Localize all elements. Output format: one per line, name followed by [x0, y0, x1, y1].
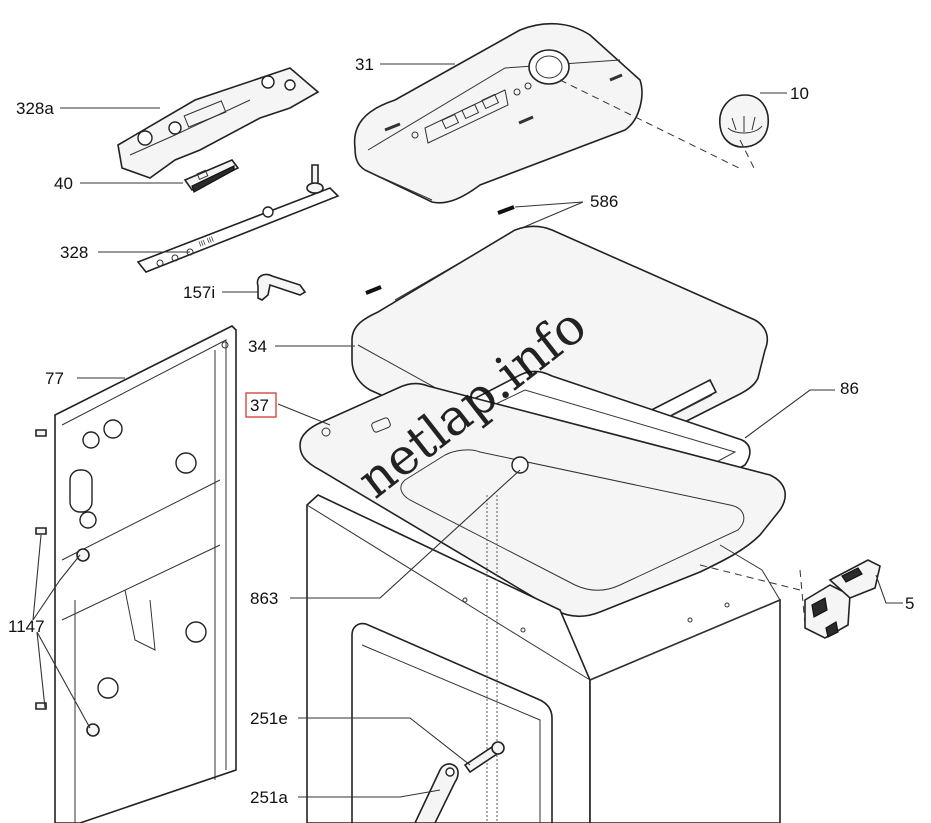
- leader-251e: [298, 717, 471, 766]
- part-251e-pin: [463, 741, 505, 774]
- leader-37: [277, 403, 331, 426]
- label-1147: 1147: [8, 617, 45, 636]
- leader-5: [875, 574, 903, 604]
- part-251a-arm: [414, 763, 459, 823]
- label-86: 86: [840, 379, 859, 398]
- leader-251a: [298, 789, 441, 798]
- label-251a: 251a: [250, 788, 288, 807]
- part-586-strips: [365, 205, 515, 295]
- leader-86: [744, 389, 835, 439]
- part-328-pcb: III III: [136, 164, 340, 273]
- label-37: 37: [250, 396, 269, 415]
- leader-863: [290, 469, 521, 599]
- part-328a-bracket: [117, 67, 320, 179]
- label-5: 5: [905, 594, 914, 613]
- label-157i: 157i: [183, 283, 215, 302]
- part-10-knob: [719, 94, 770, 148]
- part-157i-clip: [256, 273, 307, 301]
- leader-1147: [32, 534, 91, 729]
- label-863: 863: [250, 589, 278, 608]
- label-586: 586: [590, 192, 618, 211]
- highlight-box-37: [245, 392, 277, 418]
- axis-10: [559, 79, 756, 171]
- label-328: 328: [60, 243, 88, 262]
- label-34: 34: [248, 337, 267, 356]
- label-10: 10: [790, 84, 809, 103]
- axis-5: [699, 564, 806, 626]
- label-31: 31: [355, 55, 374, 74]
- part-40-module: [183, 159, 240, 193]
- label-40: 40: [54, 174, 73, 193]
- part-31-control-panel: [353, 22, 643, 204]
- cabinet-body: [306, 494, 781, 823]
- part-5-door-lock: [804, 559, 881, 639]
- label-77: 77: [45, 369, 64, 388]
- part-77-rear-panel: [54, 325, 237, 823]
- label-251e: 251e: [250, 709, 288, 728]
- label-328a: 328a: [16, 99, 54, 118]
